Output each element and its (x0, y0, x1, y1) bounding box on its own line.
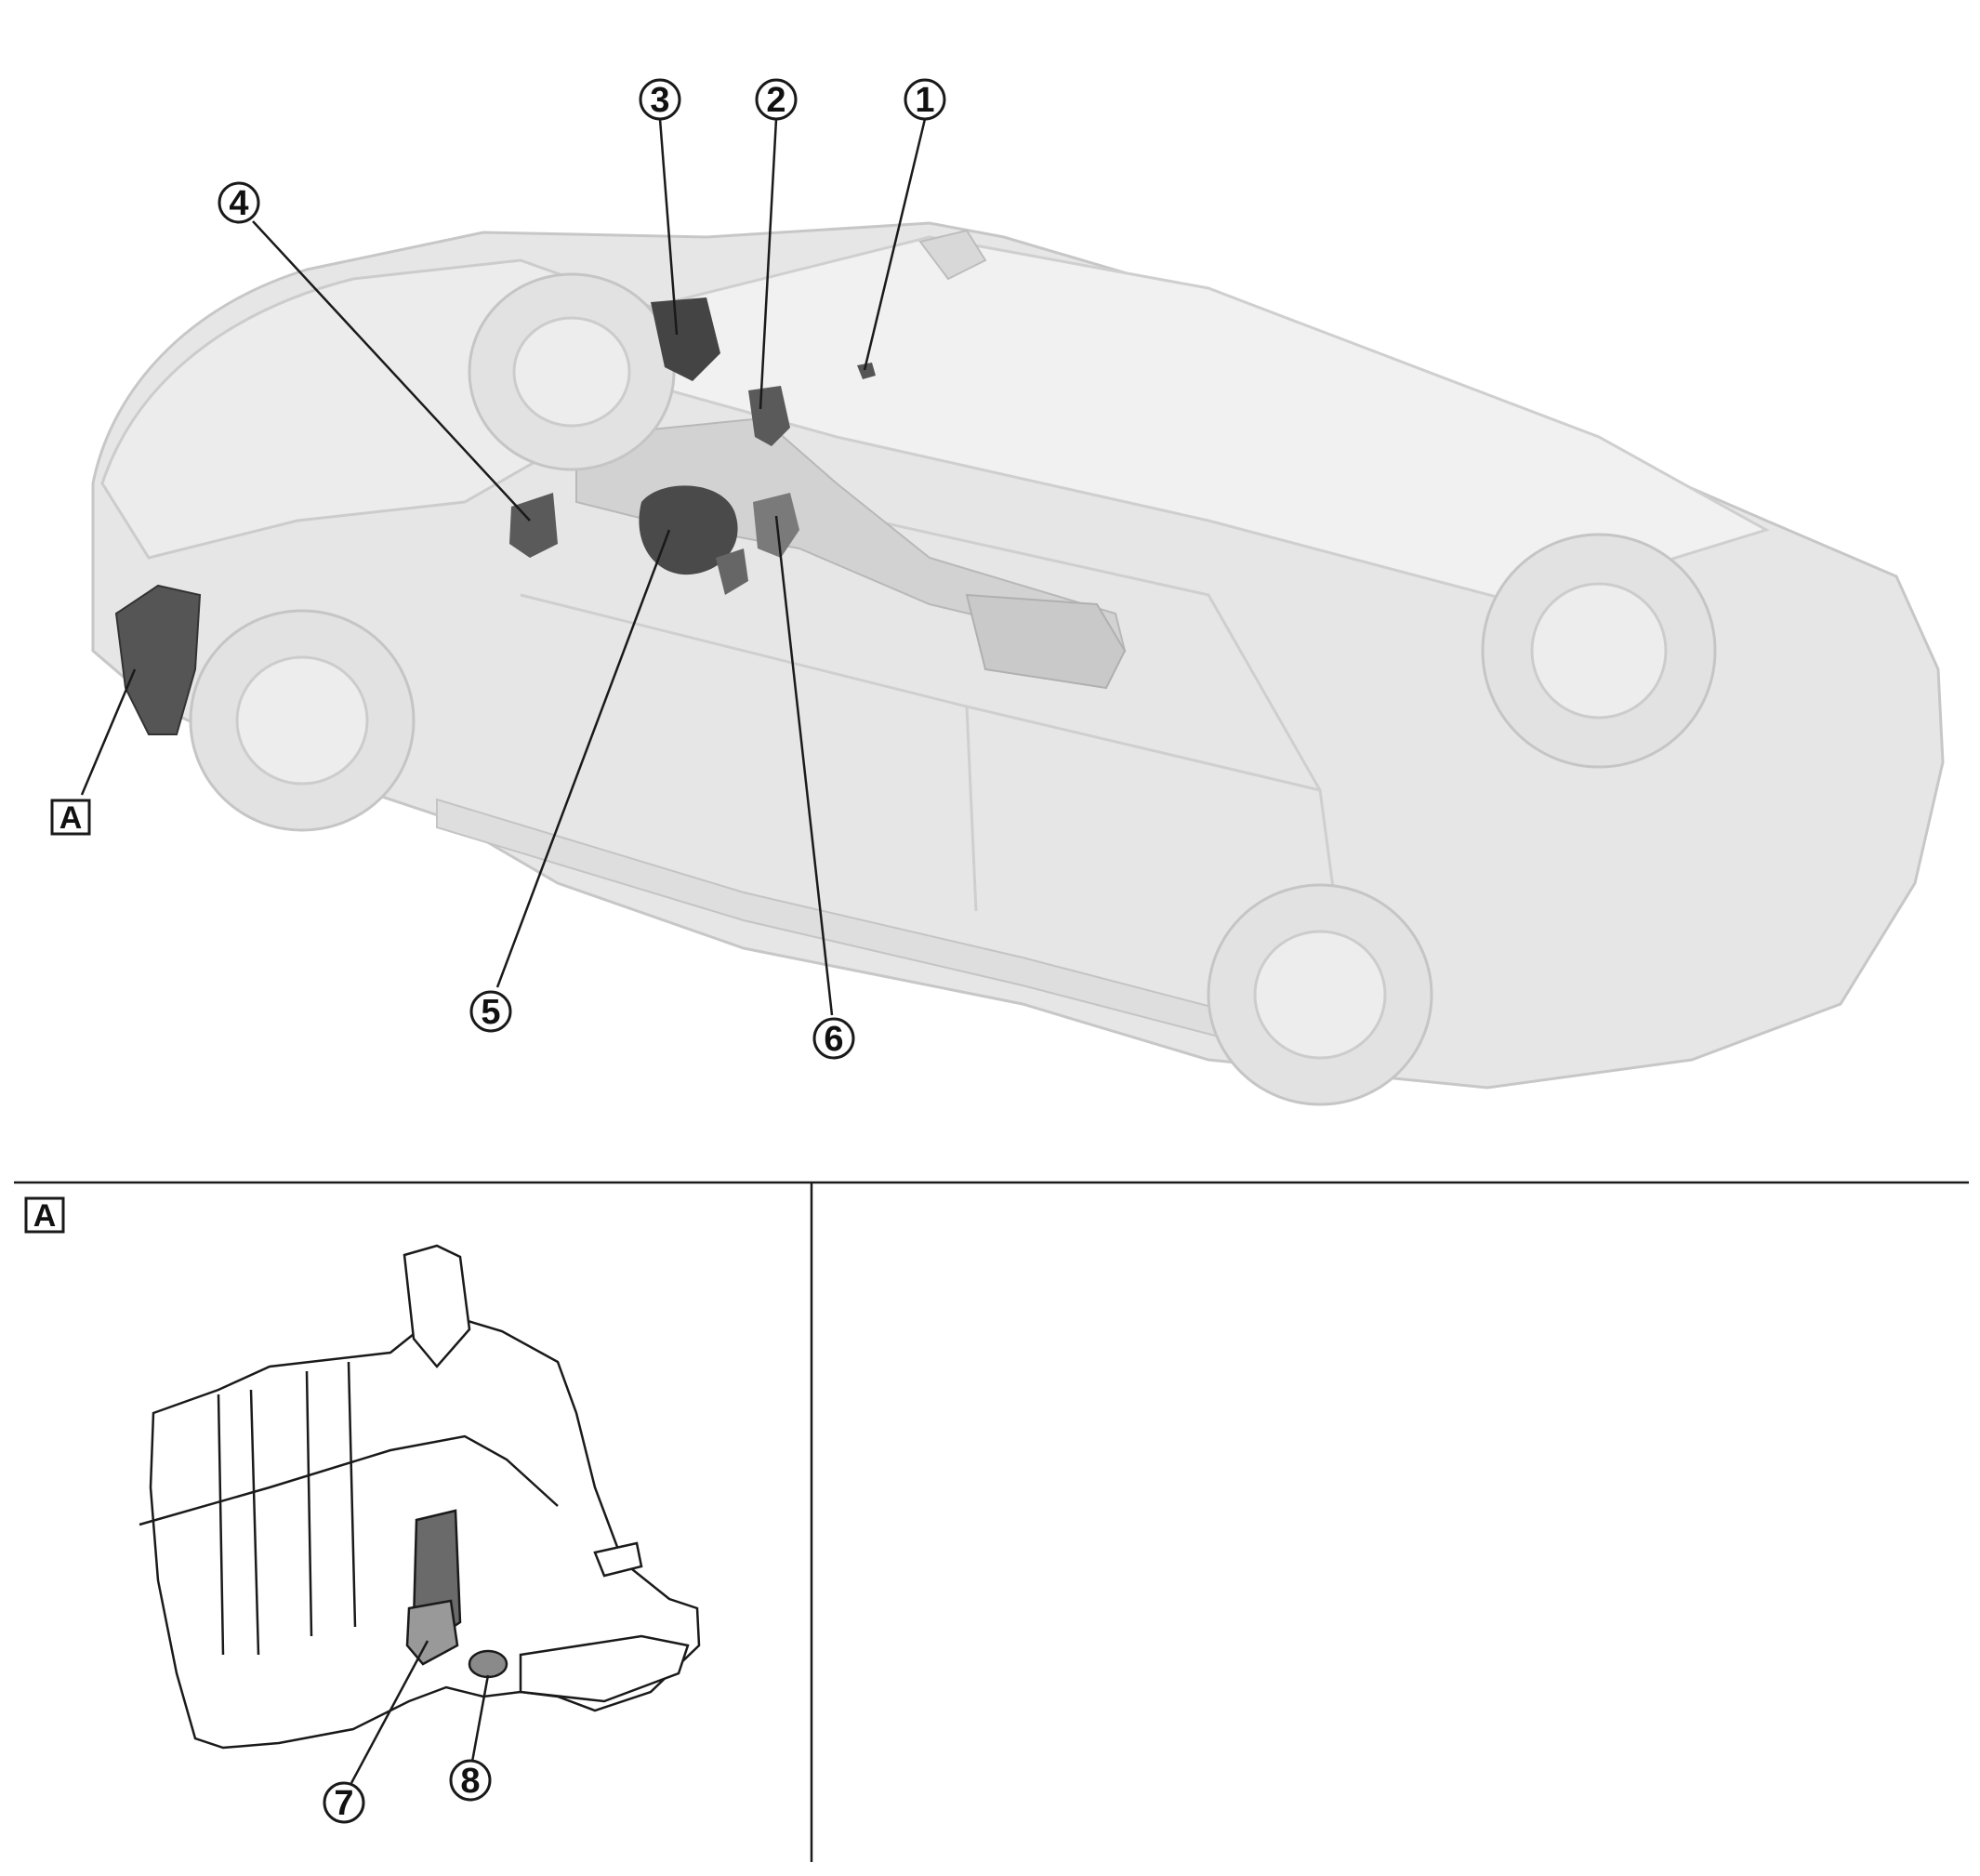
callout-6: 6 (812, 1017, 855, 1060)
wheel-rear-left (1207, 883, 1433, 1106)
tank-top-ridge (139, 1434, 559, 1526)
callout-8: 8 (449, 1759, 492, 1802)
svg-text:5: 5 (481, 993, 500, 1032)
component-5-part (639, 485, 738, 575)
svg-text:1: 1 (915, 81, 934, 120)
callout-7: 7 (323, 1781, 365, 1824)
tank-ribs (217, 1361, 357, 1656)
detail-panel-frame (14, 1181, 1969, 1862)
washer-tank-part (114, 584, 202, 735)
svg-text:4: 4 (229, 184, 248, 223)
svg-text:A: A (33, 1198, 57, 1234)
component-4-part (509, 493, 558, 558)
detail-ref-box-main: A (50, 799, 91, 836)
callout-2: 2 (755, 78, 798, 121)
tank-lower-flange (519, 1634, 690, 1703)
detail-ref-box-inset: A (24, 1196, 65, 1234)
svg-text:2: 2 (766, 81, 785, 120)
washer-tank-drawing (139, 1244, 701, 1750)
callout-3: 3 (639, 78, 681, 121)
leader-lines-main (80, 118, 927, 1016)
side-mirror (918, 229, 987, 281)
callout-1: 1 (904, 78, 946, 121)
component-3-part (651, 297, 720, 381)
wheel-front-right (468, 272, 676, 471)
wheel-rear-right (1481, 533, 1717, 769)
tank-bracket (593, 1541, 643, 1578)
wheel-front-left (189, 609, 416, 832)
washer-motor-connector (405, 1599, 459, 1666)
svg-text:3: 3 (650, 81, 669, 120)
steering-column-part (716, 548, 748, 595)
fluid-level-sensor (468, 1649, 508, 1679)
svg-text:8: 8 (460, 1762, 480, 1801)
svg-text:A: A (59, 800, 83, 836)
component-1-part (857, 363, 876, 379)
svg-text:7: 7 (334, 1784, 353, 1823)
filler-neck (403, 1244, 471, 1368)
component-2-part (748, 386, 790, 446)
callout-5: 5 (469, 990, 512, 1033)
leader-lines-inset (350, 1640, 490, 1784)
center-console (965, 593, 1127, 690)
vehicle-illustration (91, 221, 1945, 1106)
svg-text:6: 6 (824, 1020, 843, 1059)
callout-4: 4 (218, 181, 260, 224)
